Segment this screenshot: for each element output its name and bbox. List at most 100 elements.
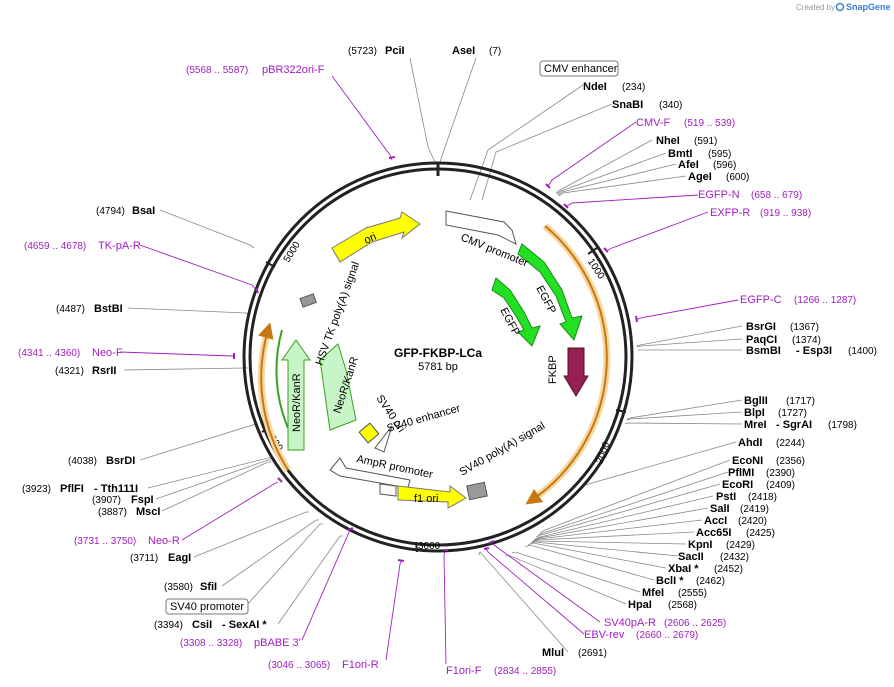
site-pos: (2568) [668, 600, 697, 611]
primer-pos: (2606 .. 2625) [664, 618, 726, 629]
site-pos: (1717) [786, 396, 815, 407]
f1-ori-arrow [397, 485, 467, 509]
site-name: AccI [704, 515, 727, 527]
site-name: MfeI [642, 587, 664, 599]
tick-3000: 3000 [418, 541, 441, 552]
site-pos: (600) [726, 172, 749, 183]
site-name: AgeI [688, 171, 712, 183]
primer-name: SV40pA-R [604, 617, 656, 629]
site-pos: (4321) [55, 366, 84, 377]
site-pos: (1400) [848, 346, 877, 357]
site-pos: (3394) [154, 620, 183, 631]
site-pos: (1798) [828, 420, 857, 431]
primer-pos: (2660 .. 2679) [636, 630, 698, 641]
site-pos: (596) [713, 160, 736, 171]
snapgene-logo-icon [835, 2, 845, 12]
site-pos: (5723) [348, 46, 377, 57]
site-pos: (3923) [22, 484, 51, 495]
site-pos: (3580) [164, 582, 193, 593]
site-name: XbaI * [668, 563, 699, 575]
primer-name: Neo-F [92, 347, 123, 359]
site-pos: (3711) [130, 553, 158, 564]
site-pos: (4487) [56, 304, 85, 315]
backbone-outer [242, 161, 634, 553]
site-pos: (2390) [766, 468, 795, 479]
site-pos: (2432) [720, 552, 749, 563]
site-pos: (591) [694, 136, 717, 147]
site-pos: (2691) [578, 648, 607, 659]
created-by-text: Created by [796, 3, 835, 12]
site-name: MreI [744, 419, 767, 431]
label-f1-ori: f1 ori [414, 493, 438, 505]
fkbp-arrow [563, 347, 589, 397]
site-pos: (3887) [98, 507, 127, 518]
site-name: FspI [131, 494, 154, 506]
sv40-ori-box [358, 422, 380, 444]
primer-name: Neo-R [148, 535, 180, 547]
site-name: BglII [744, 395, 768, 407]
site-name: BlpI [744, 407, 765, 419]
snapgene-brand: SnapGene [846, 2, 891, 12]
site-name-2: - SexAI * [222, 619, 267, 631]
primer-pos: (2834 .. 2855) [494, 666, 556, 677]
site-name: PciI [385, 45, 405, 57]
primer-pos: (919 .. 938) [760, 208, 811, 219]
neo-inner-arc [275, 329, 289, 429]
site-name: SalI [710, 503, 730, 515]
site-pos: (2452) [714, 564, 743, 575]
site-name: PflMI [728, 467, 754, 479]
neo-kan-arrow-2 [319, 343, 357, 431]
tick-5000: 5000 [282, 240, 303, 265]
orf-arc-left-bg [257, 329, 291, 472]
site-name: BsrGI [746, 321, 776, 333]
site-pos: (2409) [766, 480, 795, 491]
site-name: RsrII [92, 365, 116, 377]
site-name: BsaI [132, 205, 155, 217]
site-name: EcoRI [722, 479, 753, 491]
sv40-promoter-box [165, 598, 249, 615]
site-pos: (1367) [790, 322, 819, 333]
site-pos: (340) [659, 100, 682, 111]
label-neo-kan-1: NeoR/KanR [291, 373, 303, 432]
site-name: KpnI [688, 539, 712, 551]
site-name: EcoNI [732, 455, 763, 467]
site-name-2: - Tth111I [94, 483, 138, 495]
primer-name: F1ori-R [342, 659, 379, 671]
primer-pos: (5568 .. 5587) [186, 65, 248, 76]
site-name: SacII [678, 551, 704, 563]
site-pos: (3907) [92, 495, 121, 506]
site-pos: (2429) [726, 540, 755, 551]
primer-pos: (4659 .. 4678) [24, 241, 86, 252]
label-sv40-polya: SV40 poly(A) signal [458, 420, 548, 479]
site-name: AfeI [678, 159, 699, 171]
primer-name: EXFP-R [710, 207, 750, 219]
primer-markers [233, 156, 638, 562]
label-cmv-enhancer: CMV enhancer [544, 63, 618, 75]
site-name: PaqCI [746, 334, 777, 346]
primer-pos: (3308 .. 3328) [180, 638, 242, 649]
site-pos: (2419) [740, 504, 769, 515]
label-ori: ori [362, 231, 378, 247]
sv40-enhancer-arrow [374, 425, 393, 453]
site-pos: (234) [622, 82, 645, 93]
primer-name: F1ori-F [446, 665, 482, 677]
egfp-arrow-2 [491, 277, 541, 347]
site-name: BsrDI [106, 455, 135, 467]
site-name: BstBI [94, 303, 123, 315]
site-pos: (2425) [746, 528, 775, 539]
site-pos: (2356) [776, 456, 805, 467]
site-name: MscI [136, 506, 160, 518]
neo-kan-arrow-1 [281, 339, 311, 451]
site-pos: (7) [489, 46, 501, 57]
site-name: AseI [452, 45, 475, 57]
site-name: SfiI [200, 581, 217, 593]
site-name: EagI [168, 552, 191, 564]
hsv-tk-polya-box [299, 293, 317, 308]
primer-pos: (519 .. 539) [684, 118, 735, 129]
label-sv40-promoter: SV40 promoter [170, 601, 244, 613]
site-name: BclI * [656, 575, 684, 587]
site-name: MluI [542, 647, 564, 659]
primer-name: pBR322ori-F [262, 64, 325, 76]
cmv-promoter-arrow [445, 210, 517, 245]
